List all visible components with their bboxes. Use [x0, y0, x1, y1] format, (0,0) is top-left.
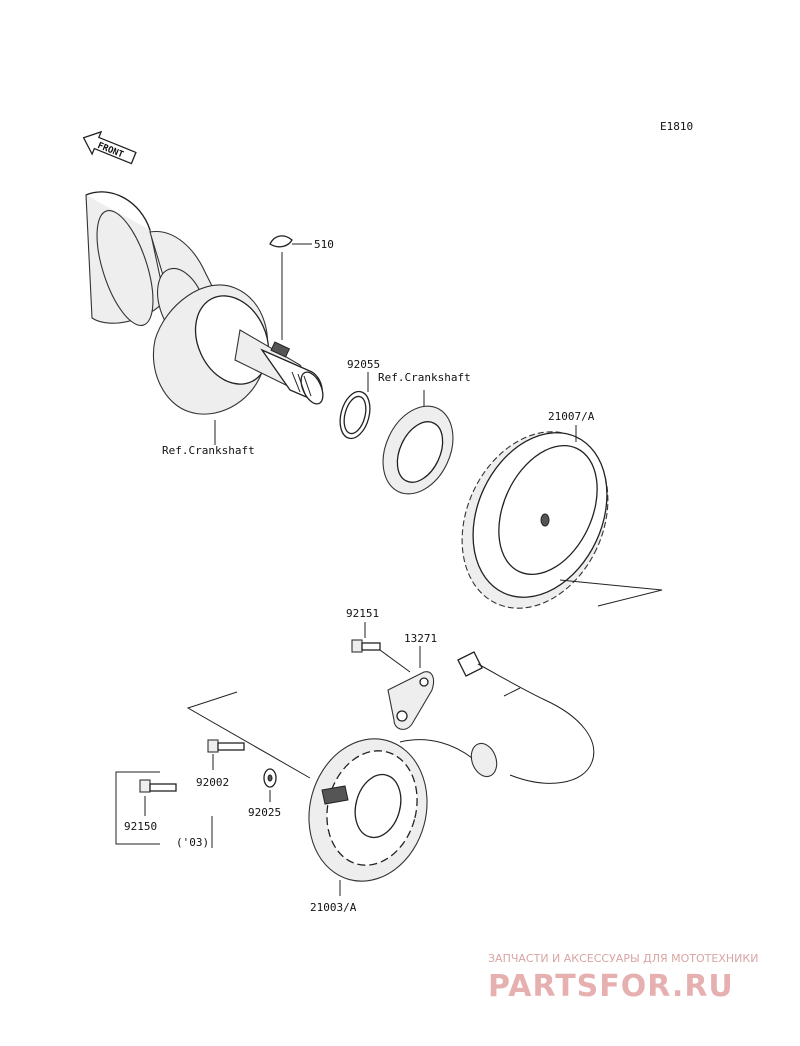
o-ring-icon [339, 372, 371, 440]
callout-washer: 92025 [248, 806, 281, 819]
callout-bolt-mid: 92002 [196, 776, 229, 789]
callout-key: 510 [314, 238, 334, 251]
woodruff-key-icon [269, 235, 312, 340]
watermark-tagline: ЗАПЧАСТИ И АКСЕССУАРЫ ДЛЯ МОТОТЕХНИКИ [488, 952, 758, 965]
callout-bolt-left: 92150 [124, 820, 157, 833]
callout-bolt-top: 92151 [346, 607, 379, 620]
wire-harness-icon [399, 651, 595, 784]
bolt-92150-icon [115, 771, 213, 848]
flywheel-rotor-icon [461, 425, 663, 609]
callout-plate: 13271 [404, 632, 437, 645]
callout-year-note: ('03) [176, 836, 209, 849]
callout-stator: 21003/A [310, 901, 357, 914]
callout-o-ring: 92055 [347, 358, 380, 371]
bolt-92002-icon [207, 739, 245, 770]
ref-crankshaft-lower: Ref.Crankshaft [162, 444, 255, 457]
stator-coil-icon [308, 738, 428, 896]
diagram-code: E1810 [660, 120, 693, 133]
leader-stator-left [186, 691, 311, 779]
watermark-brand: PARTSFOR.RU [488, 969, 734, 1004]
oil-seal-icon [382, 390, 454, 495]
bolt-92151-icon [351, 622, 411, 673]
front-arrow-icon: FRONT [82, 130, 137, 165]
crankshaft-drawing [85, 191, 324, 445]
plate-bracket-icon [387, 646, 435, 730]
ref-crankshaft-upper: Ref.Crankshaft [378, 371, 471, 384]
callout-rotor: 21007/A [548, 410, 595, 423]
washer-icon [263, 768, 277, 802]
